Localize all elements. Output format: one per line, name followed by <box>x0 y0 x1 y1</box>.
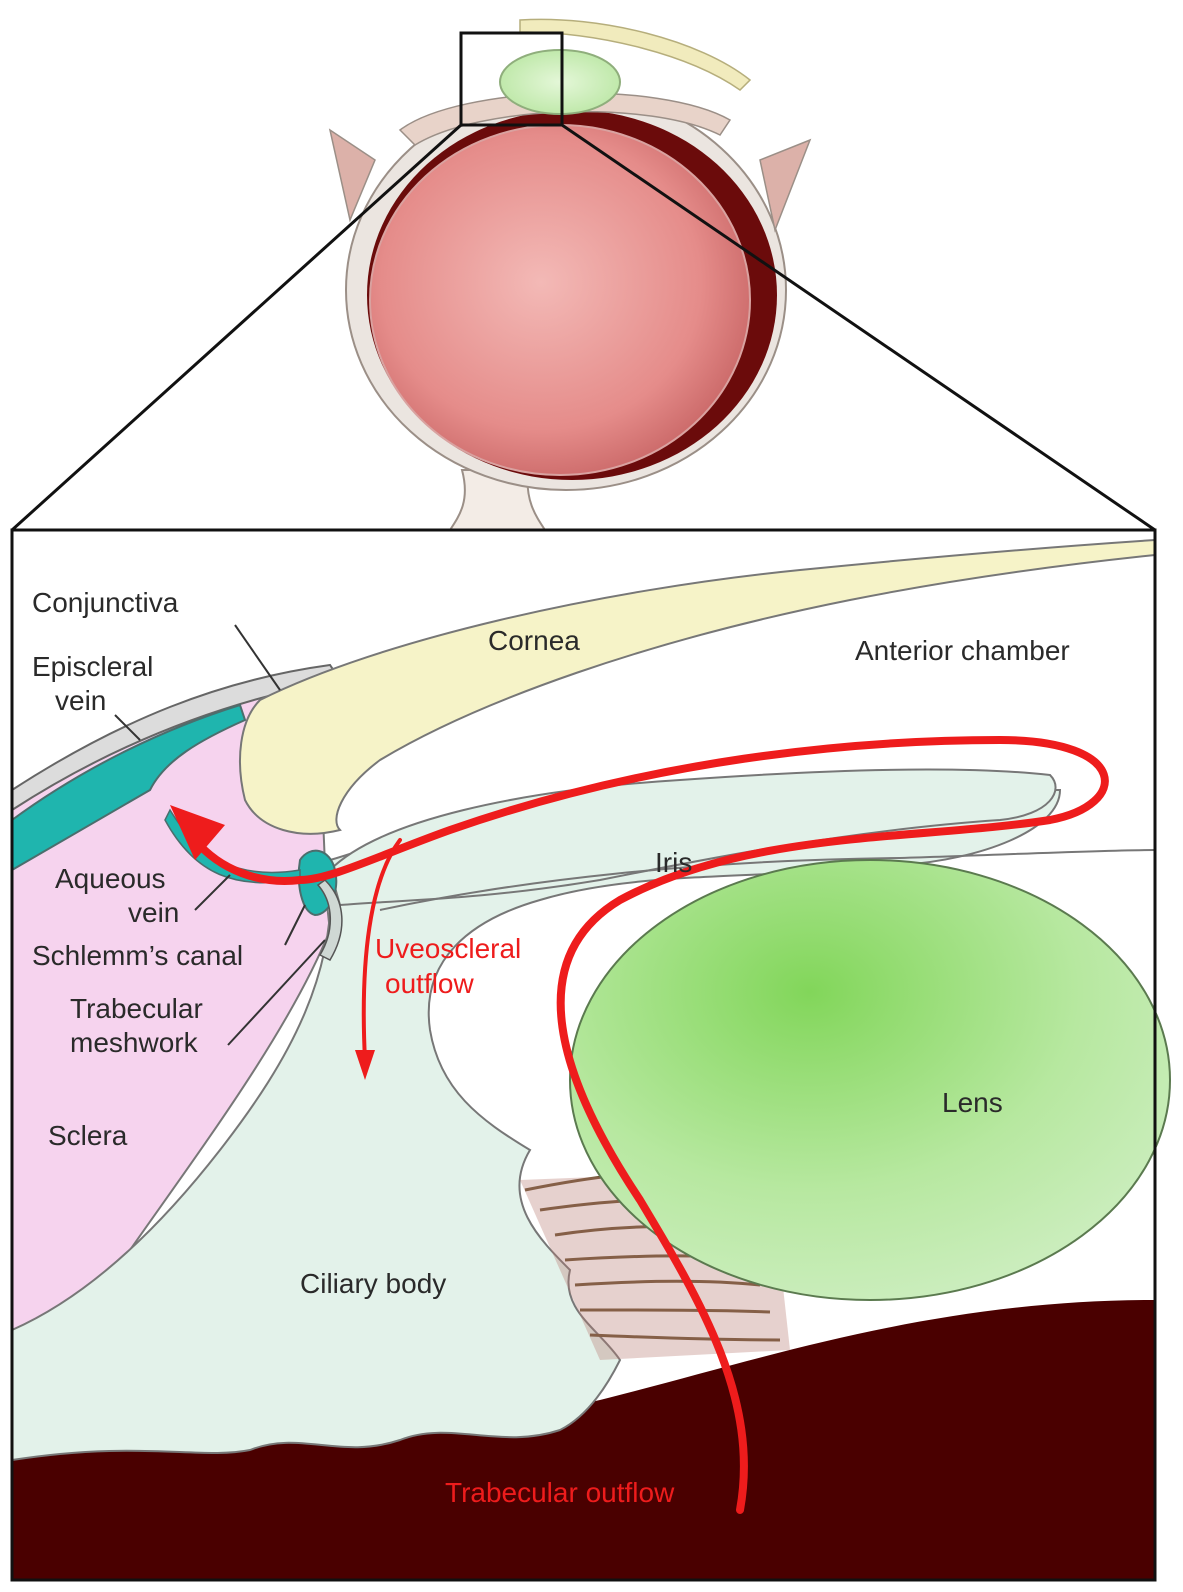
label-episcleral-vein-line1: Episcleral <box>32 651 153 682</box>
label-lens: Lens <box>942 1087 1003 1118</box>
trabecular-meshwork-shape <box>316 879 343 961</box>
label-ciliary-body: Ciliary body <box>300 1268 446 1299</box>
choroid-region <box>12 1300 1155 1580</box>
uveoscleral-outflow-arrowhead <box>355 1050 375 1080</box>
zoom-line-left <box>10 123 463 532</box>
eyelid-band <box>519 18 752 91</box>
eye-muscle-right <box>759 138 812 233</box>
episcleral-vein-shape <box>11 703 247 872</box>
label-uveoscleral-line2: outflow <box>385 968 474 999</box>
zoom-line-right <box>561 123 1156 532</box>
label-sclera: Sclera <box>48 1120 128 1151</box>
leader-lines <box>114 624 326 1046</box>
label-anterior-chamber: Anterior chamber <box>855 635 1070 666</box>
label-cornea: Cornea <box>488 625 580 656</box>
uveoscleral-outflow-arrow <box>361 838 402 1062</box>
trabecular-outflow-arrowhead <box>170 805 225 860</box>
eye-front-band <box>398 92 732 146</box>
small-lens <box>499 49 621 115</box>
label-trabecular-meshwork-line2: meshwork <box>70 1027 199 1058</box>
label-iris: Iris <box>655 847 692 878</box>
label-conjunctiva: Conjunctiva <box>32 587 179 618</box>
zoom-box <box>459 31 564 127</box>
label-aqueous-vein-line2: vein <box>128 897 179 928</box>
label-trabecular-outflow: Trabecular outflow <box>445 1477 675 1508</box>
cornea-shape <box>239 538 1156 835</box>
label-trabecular-meshwork-line1: Trabecular <box>70 993 203 1024</box>
whole-eye-illustration <box>10 18 1156 532</box>
label-uveoscleral-line1: Uveoscleral <box>375 933 521 964</box>
lens-shape <box>569 859 1171 1301</box>
eye-muscle-left <box>328 128 376 223</box>
posterior-chamber-outline <box>379 849 1156 911</box>
detail-panel: Conjunctiva Episcleral vein Cornea Anter… <box>10 528 1171 1582</box>
label-schlemms-canal: Schlemm’s canal <box>32 940 243 971</box>
eyeball-interior <box>369 124 751 476</box>
label-aqueous-vein-line1: Aqueous <box>55 863 166 894</box>
trabecular-outflow-arrow <box>191 735 1109 1514</box>
label-episcleral-vein-line2: vein <box>55 685 106 716</box>
detail-frame-border <box>10 528 1157 1582</box>
